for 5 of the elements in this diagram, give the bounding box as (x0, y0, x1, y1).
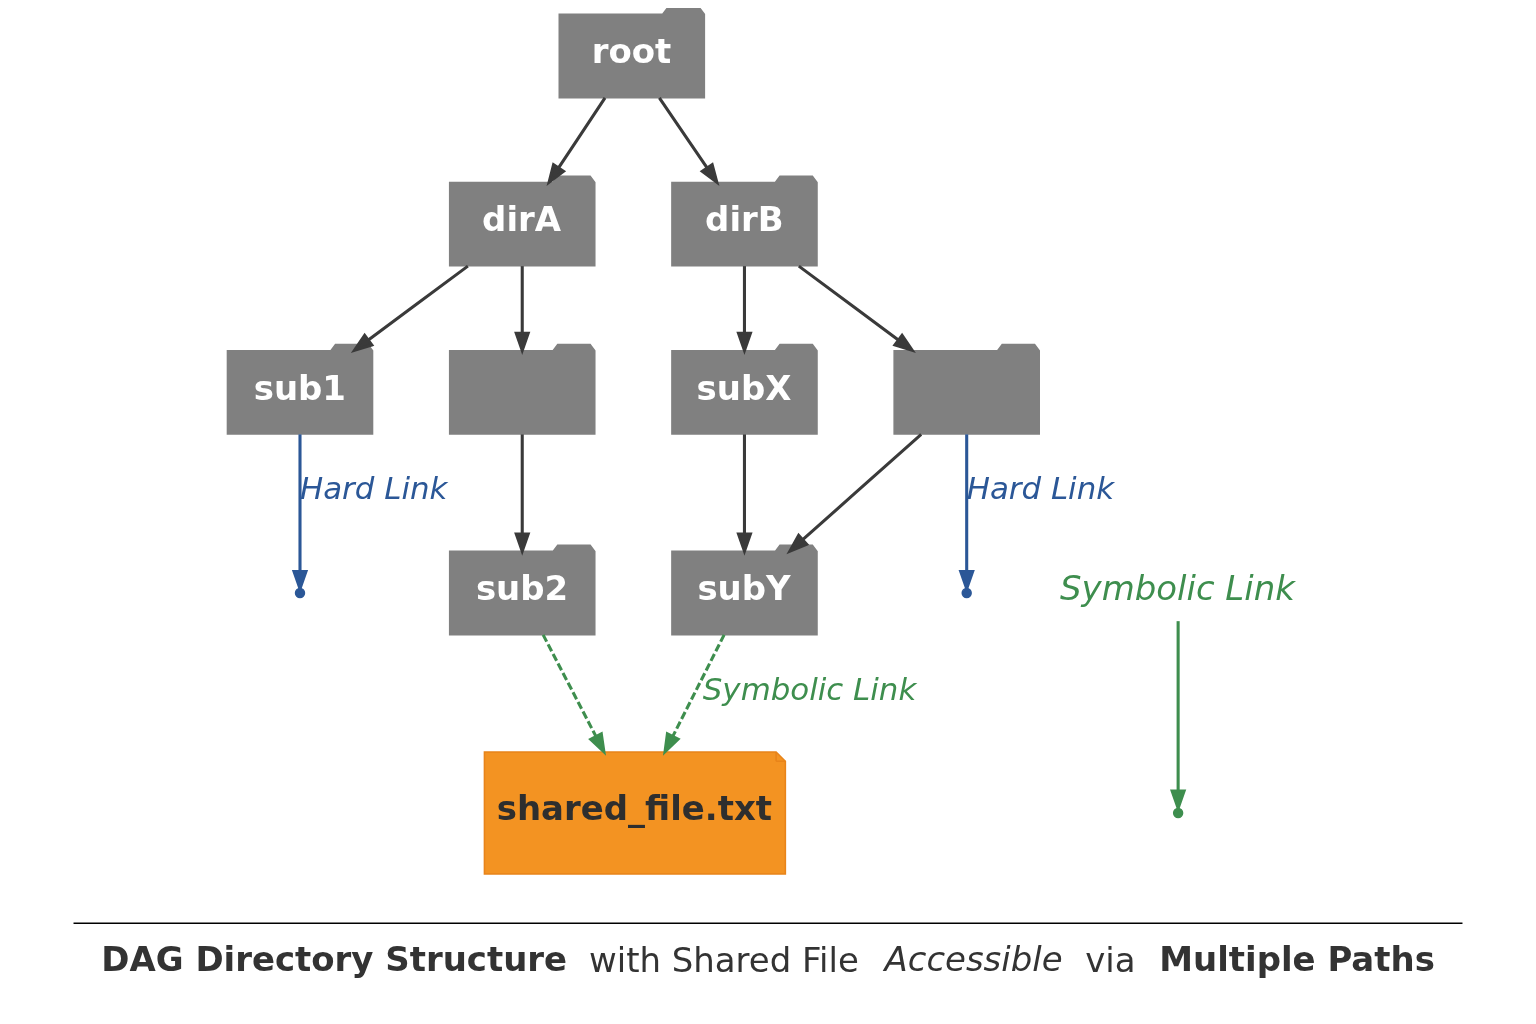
caption: DAG Directory Structure with Shared File Accessible via Multiple Paths (101, 938, 1435, 981)
edge-label: Hard Link (300, 469, 448, 506)
node-text: Symbolic Link (1060, 568, 1295, 609)
edge-label: Hard Link (966, 469, 1115, 506)
edge-label: Symbolic Link (702, 670, 917, 707)
